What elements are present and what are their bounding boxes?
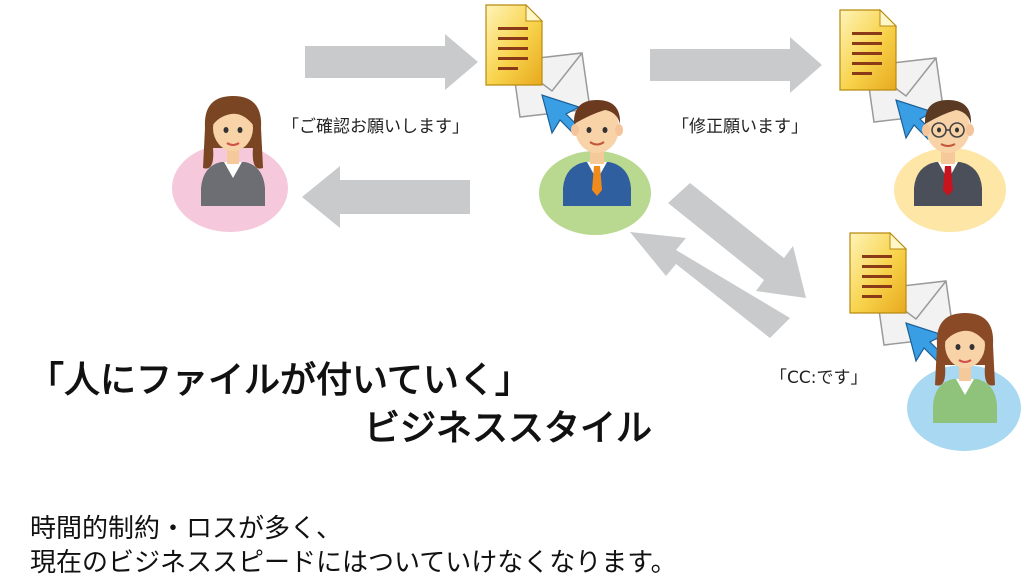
person-right-man <box>839 9 1006 232</box>
person-icon <box>932 312 998 424</box>
person-center-man <box>485 4 651 235</box>
body-line1: 時間的制約・ロスが多く、 <box>30 514 343 544</box>
caption-cc-note: 「CC:です」 <box>770 368 868 388</box>
caption-revision-request: 「修正願います」 <box>672 117 808 137</box>
document-icon <box>485 4 591 135</box>
person-left-woman <box>172 95 288 232</box>
person-icon <box>562 99 632 207</box>
person-icon <box>200 95 266 207</box>
caption-confirm-request: 「ご確認お願いします」 <box>282 117 469 137</box>
arrow-to-right-man <box>650 37 822 93</box>
headline: 「人にファイルが付いていく」 ビジネススタイル <box>28 357 652 453</box>
arrow-to-cc-woman <box>668 183 806 298</box>
headline-line1: 「人にファイルが付いていく」 <box>28 360 531 401</box>
body-text: 時間的制約・ロスが多く、 現在のビジネススピードにはついていけなくなります。 <box>30 512 677 580</box>
arrow-to-left-woman <box>302 166 470 228</box>
body-line2: 現在のビジネススピードにはついていけなくなります。 <box>30 548 677 578</box>
arrow-to-center <box>305 34 478 90</box>
arrow-from-cc-woman <box>630 232 790 338</box>
person-cc-woman <box>849 232 1021 451</box>
headline-line2: ビジネススタイル <box>364 408 653 449</box>
